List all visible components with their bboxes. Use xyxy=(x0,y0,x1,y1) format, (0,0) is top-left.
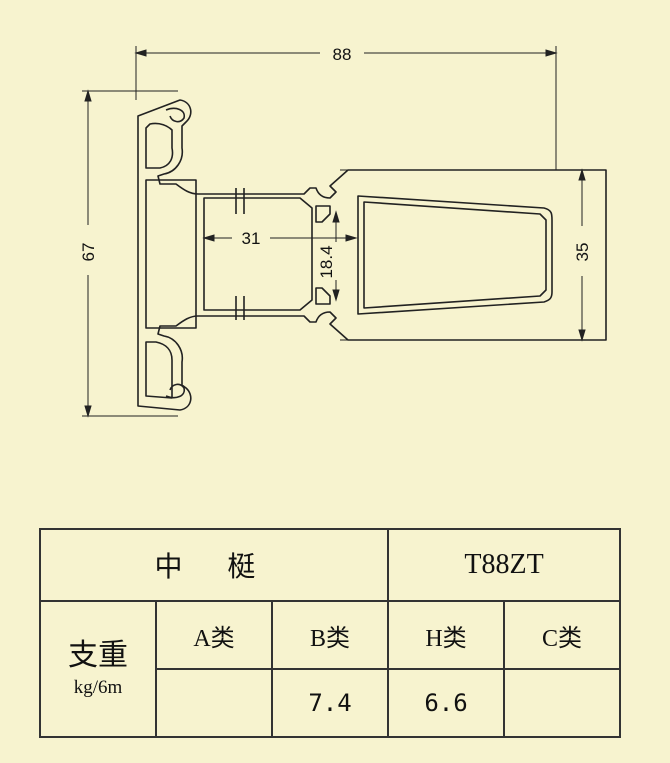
class-h-value: 6.6 xyxy=(387,668,506,738)
spec-table: 中 梃 T88ZT 支重 kg/6m A类 B类 H类 C类 7.4 6.6 xyxy=(38,528,622,738)
weight-label: 支重 xyxy=(68,638,128,674)
class-b-label: B类 xyxy=(270,600,390,670)
dim-height-label: 67 xyxy=(79,243,98,262)
center-chamber xyxy=(203,197,313,311)
dim-right-height-label: 35 xyxy=(573,243,592,262)
class-h-label: H类 xyxy=(387,600,506,670)
right-chamber xyxy=(357,195,553,315)
dim-inner-width-label: 31 xyxy=(242,229,261,248)
class-a-value xyxy=(155,668,273,738)
model-number: T88ZT xyxy=(387,528,622,602)
left-bottom-chamber xyxy=(145,341,173,399)
left-middle-chamber xyxy=(145,179,197,329)
class-c-value xyxy=(503,668,622,738)
left-top-chamber xyxy=(145,122,174,169)
profile-drawing: 88 67 35 31 18.4 xyxy=(79,45,607,418)
dim-inner-height-label: 18.4 xyxy=(317,245,336,278)
weight-header: 支重 kg/6m xyxy=(39,600,157,738)
weight-unit: kg/6m xyxy=(73,677,123,699)
profile-name: 中 梃 xyxy=(38,528,390,602)
class-a-label: A类 xyxy=(155,600,273,670)
class-b-value: 7.4 xyxy=(270,668,390,738)
dim-width-label: 88 xyxy=(333,45,352,64)
profile-outline xyxy=(137,99,607,411)
class-c-label: C类 xyxy=(503,600,622,670)
